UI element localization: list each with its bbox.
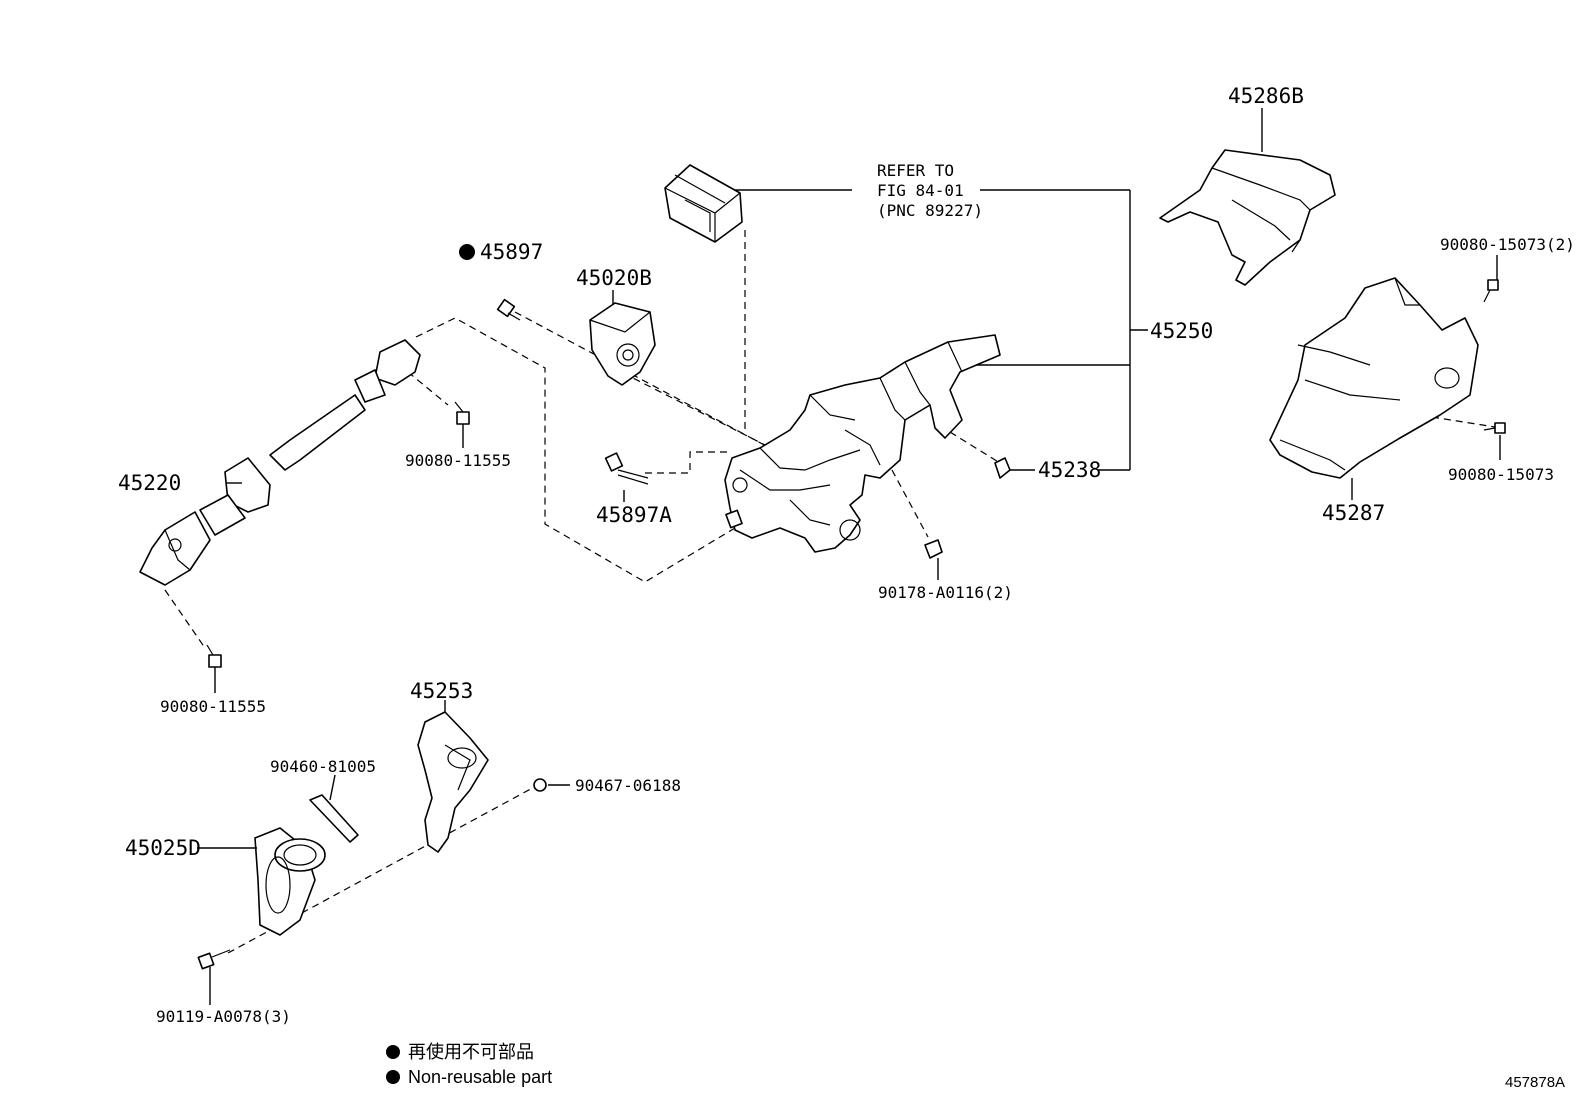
reference-line-1: REFER TO	[877, 161, 954, 180]
legend-japanese-text: 再使用不可部品	[408, 1042, 534, 1062]
callout-45025D: 45025D	[125, 836, 201, 860]
steering-column-part	[724, 334, 1001, 553]
legend-bullet-2	[386, 1070, 400, 1084]
fasteners	[197, 279, 1506, 970]
nut-90467	[533, 778, 547, 792]
callout-45287: 45287	[1322, 501, 1385, 525]
callout-90080-11555-upper: 90080-11555	[405, 451, 511, 470]
dashed-connections	[164, 230, 1496, 954]
o-ring-part	[309, 794, 359, 843]
lower-column-cover-part	[1269, 277, 1479, 479]
callout-45286B: 45286B	[1228, 84, 1304, 108]
callout-45220: 45220	[118, 471, 181, 495]
reference-note: REFER TO FIG 84-01 (PNC 89227)	[877, 161, 983, 220]
bolt-90080-15073-lower	[1483, 422, 1506, 434]
column-hole-cover-part	[417, 711, 489, 853]
bolt-45897	[496, 298, 521, 321]
legend-english-text: Non-reusable part	[408, 1067, 552, 1087]
bolt-90080-11555-lower	[206, 644, 222, 668]
bolt-45897A	[604, 452, 649, 485]
reference-line-3: (PNC 89227)	[877, 201, 983, 220]
callout-90119-A0078-3: 90119-A0078(3)	[156, 1007, 291, 1026]
leader-lines	[197, 108, 1501, 1005]
callout-labels: 45286B 90080-15073(2) 45897 45020B 45250…	[118, 84, 1575, 1026]
legend: 再使用不可部品 Non-reusable part	[386, 1042, 552, 1087]
ignition-switch-part	[589, 302, 656, 386]
callout-90080-11555-lower: 90080-11555	[160, 697, 266, 716]
clip-45238	[994, 457, 1011, 479]
callout-90467-06188: 90467-06188	[575, 776, 681, 795]
callout-90080-15073-2: 90080-15073(2)	[1440, 235, 1575, 254]
bolt-90080-11555-upper	[454, 401, 470, 425]
callout-90460-81005: 90460-81005	[270, 757, 376, 776]
intermediate-shaft-part	[139, 339, 421, 586]
callout-45897A: 45897A	[596, 503, 672, 527]
callout-90178-A0116: 90178-A0116(2)	[878, 583, 1013, 602]
callout-45250: 45250	[1150, 319, 1213, 343]
reference-line-2: FIG 84-01	[877, 181, 964, 200]
legend-bullet-1	[386, 1045, 400, 1059]
callout-45253: 45253	[410, 679, 473, 703]
callout-45020B: 45020B	[576, 266, 652, 290]
steering-boot-part	[254, 827, 326, 936]
nut-90178	[924, 539, 943, 559]
non-reusable-marker	[459, 244, 475, 260]
figure-id: 457878A	[1505, 1074, 1565, 1091]
ecu-module-part	[664, 164, 743, 243]
callout-90080-15073: 90080-15073	[1448, 465, 1554, 484]
callout-45238: 45238	[1038, 458, 1101, 482]
bolt-90119	[197, 949, 231, 970]
bolt-90080-15073-upper	[1483, 279, 1499, 303]
callout-45897: 45897	[480, 240, 543, 264]
upper-column-cover-part	[1159, 149, 1336, 286]
